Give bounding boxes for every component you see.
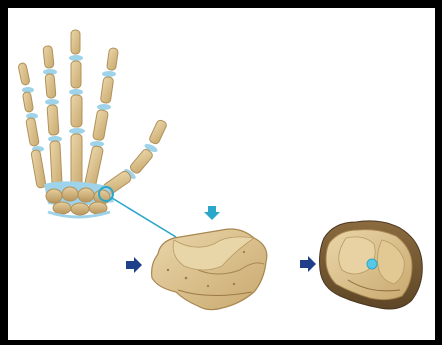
ring-finger: [43, 46, 62, 188]
articular-center-point: [367, 259, 377, 269]
saddle-bone-side-view: [152, 229, 267, 310]
leader-line: [112, 198, 176, 237]
arrow-down-icon: [204, 206, 220, 220]
arrow-right-icon-2: [300, 256, 316, 272]
arrow-right-icon: [126, 257, 142, 273]
little-finger: [18, 62, 46, 188]
hand-skeleton: [18, 30, 168, 217]
saddle-bone-surface-view: [320, 221, 423, 309]
illustration-panel: [8, 8, 435, 340]
hand-bones-diagram: [8, 8, 435, 340]
index-finger: [83, 48, 118, 193]
thumb: [101, 119, 167, 197]
middle-finger: [69, 30, 85, 186]
